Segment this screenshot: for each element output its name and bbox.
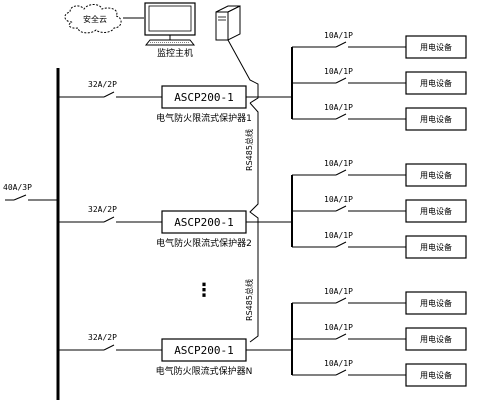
computer-tower-icon [215, 5, 241, 41]
monitor-icon [144, 2, 196, 46]
load-box-3-2 [405, 327, 467, 351]
branch-breaker-1-2-contact [335, 77, 347, 84]
protector-model-3: ASCP200-1 [174, 344, 234, 357]
branch-breaker-2-2-contact [335, 205, 347, 212]
load-box-2-3 [405, 235, 467, 259]
main-breaker: 40A/3P [3, 183, 58, 201]
protector-caption-3: 电气防火限流式保护器N [156, 365, 253, 377]
branch-breaker-label-2-3: 10A/1P [324, 231, 353, 240]
ellipsis-dots: ⋮ [195, 280, 213, 301]
feeder-2: 32A/2P ASCP200-1 电气防火限流式保护器2 10A/1P 用电设备 10A/… [58, 159, 467, 259]
branch-breaker-label-1-1: 10A/1P [324, 31, 353, 40]
protector-model-1: ASCP200-1 [174, 91, 234, 104]
protector-model-2: ASCP200-1 [174, 216, 234, 229]
load-box-2-2 [405, 199, 467, 223]
branch-breaker-3-3-contact [335, 369, 347, 376]
branch-breaker-1-3-contact [335, 113, 347, 120]
bus-label-2: RS485总线 [244, 279, 254, 321]
load-box-3-3 [405, 363, 467, 387]
branch-breaker-2-1-contact [335, 169, 347, 176]
branch-breaker-label-1-3: 10A/1P [324, 103, 353, 112]
load-label-2-2: 用电设备 [420, 206, 452, 216]
branch-breaker-label-1-2: 10A/1P [324, 67, 353, 76]
branch-breaker-1-1-contact [335, 41, 347, 48]
load-label-3-2: 用电设备 [420, 334, 452, 344]
branch-breaker-3-2-contact [335, 333, 347, 340]
load-box-1-2 [405, 71, 467, 95]
protector-caption-2: 电气防火限流式保护器2 [156, 237, 252, 249]
branch-breaker-2-3-contact [335, 241, 347, 248]
feeder-3: 32A/2P ASCP200-1 电气防火限流式保护器N 10A/1P 用电设备 10A/… [58, 287, 467, 387]
main-breaker-label: 40A/3P [3, 183, 32, 192]
rs485-bus: RS485总线 RS485总线 [227, 39, 259, 343]
branch-breaker-3-1-contact [335, 297, 347, 304]
load-label-1-1: 用电设备 [420, 42, 452, 52]
feeder-breaker-2-contact [103, 216, 115, 223]
feeder-1: 32A/2P ASCP200-1 电气防火限流式保护器1 10A/1P 用电设备 10A/… [58, 31, 467, 131]
load-label-2-3: 用电设备 [420, 242, 452, 252]
load-label-3-3: 用电设备 [420, 370, 452, 380]
load-box-3-1 [405, 291, 467, 315]
load-label-1-3: 用电设备 [420, 114, 452, 124]
bus-label-1: RS485总线 [244, 129, 254, 171]
load-label-1-2: 用电设备 [420, 78, 452, 88]
feeder-breaker-1-contact [103, 91, 115, 98]
branch-breaker-label-2-2: 10A/1P [324, 195, 353, 204]
branch-breaker-label-2-1: 10A/1P [324, 159, 353, 168]
load-label-3-1: 用电设备 [420, 298, 452, 308]
load-box-2-1 [405, 163, 467, 187]
branch-breaker-label-3-2: 10A/1P [324, 323, 353, 332]
host-label: 监控主机 [157, 47, 193, 59]
load-box-1-3 [405, 107, 467, 131]
branch-breaker-label-3-1: 10A/1P [324, 287, 353, 296]
load-label-2-1: 用电设备 [420, 170, 452, 180]
protector-caption-1: 电气防火限流式保护器1 [156, 112, 252, 124]
feeder-breaker-label-2: 32A/2P [88, 205, 117, 214]
feeder-breaker-3-contact [103, 344, 115, 351]
feeder-breaker-label-1: 32A/2P [88, 80, 117, 89]
cloud-icon: 安全云 [64, 4, 122, 34]
load-box-1-1 [405, 35, 467, 59]
feeder-breaker-label-3: 32A/2P [88, 333, 117, 342]
cloud-label: 安全云 [83, 14, 107, 24]
branch-breaker-label-3-3: 10A/1P [324, 359, 353, 368]
